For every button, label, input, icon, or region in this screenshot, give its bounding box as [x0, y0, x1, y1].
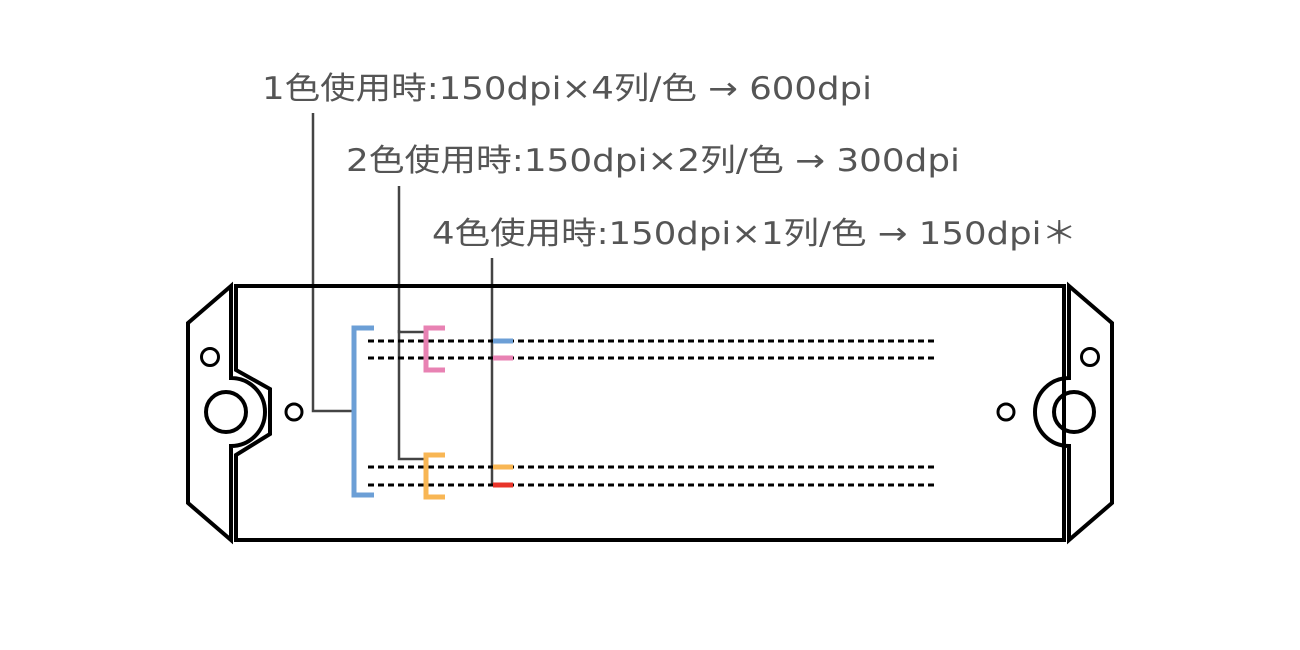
- leader-line-2b: [397, 330, 424, 461]
- bracket-2-color-top: [423, 325, 445, 373]
- label-4-color: 4色使用時:150dpi×1列/色 → 150dpi＊: [432, 216, 1077, 252]
- leader-lines: [311, 113, 494, 486]
- left-small-hole: [200, 347, 220, 367]
- right-small-hole: [1080, 347, 1100, 367]
- left-mount-hole: [204, 390, 248, 434]
- left-flange: [186, 281, 267, 545]
- right-inner-hole: [996, 402, 1016, 422]
- nozzle-rows: [368, 339, 937, 487]
- leader-line-2: [397, 186, 424, 334]
- left-inner-hole: [284, 402, 304, 422]
- leader-line-1: [311, 113, 352, 413]
- right-flange: [1033, 281, 1114, 545]
- label-2-color: 2色使用時:150dpi×2列/色 → 300dpi: [346, 143, 960, 179]
- label-1-color: 1色使用時:150dpi×4列/色 → 600dpi: [262, 71, 872, 107]
- main-body: [234, 284, 1066, 542]
- right-mount-hole: [1052, 390, 1096, 434]
- bracket-1-color: [351, 325, 374, 498]
- print-head-housing: [186, 281, 1114, 545]
- bracket-2-color-bottom: [423, 452, 445, 500]
